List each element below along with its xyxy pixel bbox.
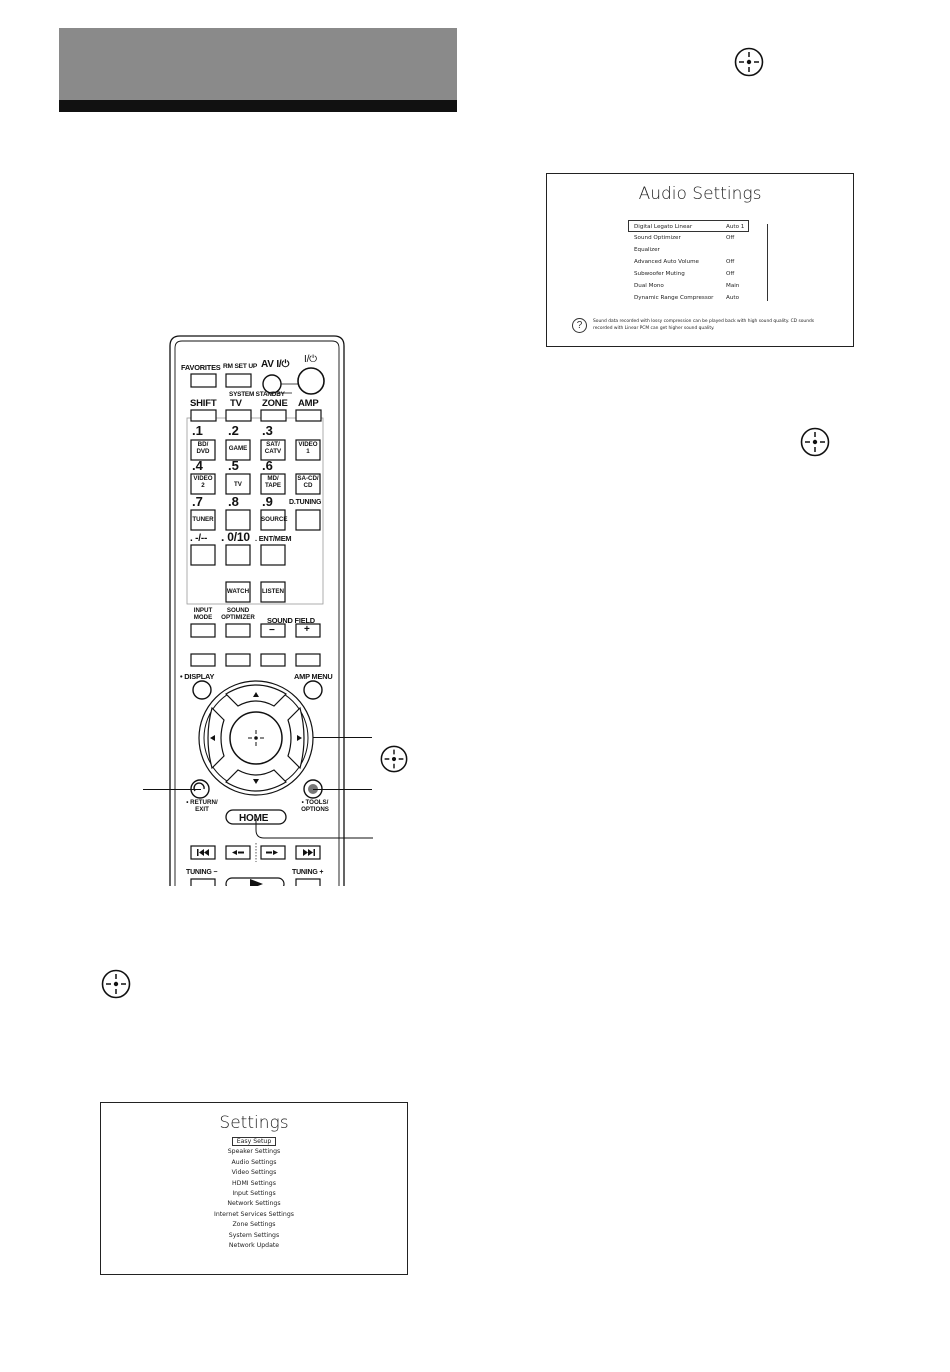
zone-label: ZONE	[262, 398, 288, 409]
settings-screen: Settings Easy Setup Speaker Settings Aud…	[100, 1102, 408, 1275]
settings-item-internet-services[interactable]: Internet Services Settings	[214, 1210, 294, 1218]
sat-catv-key[interactable]: SAT/CATV	[264, 441, 282, 455]
num-3-label: .3	[262, 423, 273, 438]
display-label: • DISPLAY	[180, 672, 215, 681]
enter-icon	[100, 968, 132, 1000]
return-exit-label: • RETURN/EXIT	[186, 799, 218, 813]
help-text: Sound data recorded with lossy compressi…	[593, 319, 815, 331]
screen-title: Settings	[219, 1113, 289, 1133]
game-key[interactable]: GAME	[228, 445, 248, 452]
tv-key[interactable]: TV	[234, 481, 242, 488]
tuning-minus-label: TUNING −	[186, 869, 218, 876]
av-power-label: AV I/⏻	[261, 359, 290, 370]
num-5-label: .5	[228, 458, 239, 473]
scrollbar[interactable]	[767, 224, 768, 301]
callout-line-home	[255, 819, 373, 839]
home-button[interactable]: HOME	[239, 813, 269, 824]
tuning-plus-label: TUNING +	[292, 869, 324, 876]
system-standby-label: SYSTEM STANDBY	[229, 391, 285, 398]
source-key[interactable]: SOURCE	[261, 516, 288, 523]
num-1-label: .1	[192, 423, 203, 438]
settings-item-hdmi[interactable]: HDMI Settings	[232, 1179, 276, 1187]
screen-title: Audio Settings	[638, 184, 762, 204]
settings-item-input[interactable]: Input Settings	[232, 1190, 276, 1197]
tuner-key[interactable]: TUNER	[192, 516, 214, 523]
num-9-label: .9	[262, 494, 273, 509]
amp-label: AMP	[298, 398, 319, 409]
tv-label: TV	[230, 398, 242, 409]
callout-line-tools	[313, 789, 372, 790]
tools-options-label: • TOOLS/OPTIONS	[301, 799, 329, 813]
md-tape-key[interactable]: MD/TAPE	[264, 475, 282, 489]
amp-menu-label: AMP MENU	[294, 672, 333, 681]
watch-key[interactable]: WATCH	[226, 588, 250, 595]
settings-item-easy-setup[interactable]: Easy Setup	[101, 1137, 407, 1147]
num-2-label: .2	[228, 423, 239, 438]
enter-icon	[733, 46, 765, 78]
enter-icon	[379, 744, 409, 774]
rm-set-up-label: RM SET UP	[223, 363, 258, 370]
num-0-10-label: . 0/10	[221, 530, 250, 544]
ent-mem-label: . ENT/MEM	[255, 534, 292, 543]
settings-item-video[interactable]: Video Settings	[231, 1169, 277, 1177]
enter-icon	[799, 426, 831, 458]
section-header-band	[59, 28, 457, 100]
listen-key[interactable]: LISTEN	[261, 588, 284, 595]
section-header-rule	[59, 100, 457, 112]
settings-item-system[interactable]: System Settings	[228, 1231, 280, 1239]
favorites-label: FAVORITES	[181, 363, 221, 372]
settings-item-audio[interactable]: Audio Settings	[231, 1158, 277, 1166]
num-6-label: .6	[262, 458, 273, 473]
bd-dvd-key[interactable]: BD/DVD	[196, 441, 210, 455]
callout-line-enter	[313, 737, 372, 738]
sound-field-plus-label: +	[304, 624, 310, 635]
audio-row-equalizer[interactable]: Equalizer	[634, 247, 660, 253]
num-8-label: .8	[228, 494, 239, 509]
num-4-label: .4	[192, 458, 203, 473]
callout-line-return	[143, 789, 201, 790]
help-icon: ?	[572, 318, 587, 333]
power-label: I/⏻	[304, 354, 317, 365]
sound-field-minus-label: −	[269, 625, 275, 636]
settings-item-network[interactable]: Network Settings	[227, 1200, 281, 1208]
num-dash-label: . -/--	[190, 533, 208, 544]
remote-control: FAVORITES RM SET UP AV I/⏻ I/⏻ SYSTEM ST…	[168, 334, 346, 886]
num-7-label: .7	[192, 494, 203, 509]
settings-item-network-update[interactable]: Network Update	[228, 1242, 280, 1249]
d-tuning-label: D.TUNING	[289, 499, 322, 506]
remote-body	[169, 335, 345, 886]
shift-label: SHIFT	[190, 398, 217, 409]
settings-item-speaker[interactable]: Speaker Settings	[227, 1148, 281, 1156]
settings-item-zone[interactable]: Zone Settings	[232, 1221, 276, 1229]
sa-cd-key[interactable]: SA-CD/CD	[297, 475, 319, 489]
sound-field-label: SOUND FIELD	[267, 616, 315, 625]
